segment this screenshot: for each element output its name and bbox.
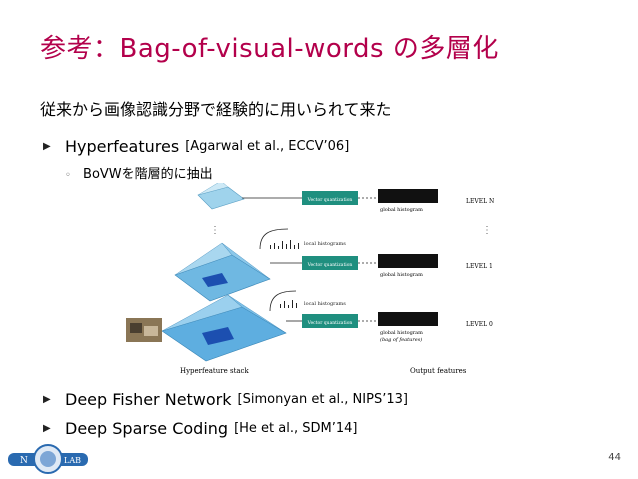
svg-text:Vector quantization: Vector quantization xyxy=(307,262,353,268)
global-histogram-level-n: global histogram xyxy=(378,189,438,213)
bullet-main: Deep Sparse Coding xyxy=(65,419,229,438)
svg-text:N: N xyxy=(20,456,28,466)
local-histograms-label: local histograms xyxy=(304,241,346,247)
triangle-bullet-icon: ▶ xyxy=(43,141,51,152)
output-features-caption: Output features xyxy=(410,367,467,375)
bullet-main: Hyperfeatures xyxy=(65,137,180,156)
bullet-reference: [Simonyan et al., NIPS’13] xyxy=(237,392,408,407)
local-histogram-upper: local histograms xyxy=(270,240,346,249)
ellipsis-left: ⋮ xyxy=(210,225,220,236)
bullet-deep-sparse: ▶ Deep Sparse Coding [He et al., SDM’14] xyxy=(43,419,357,438)
svg-text:Vector quantization: Vector quantization xyxy=(307,320,353,326)
slide-title: 参考：Bag-of-visual-words の多層化 xyxy=(40,34,499,64)
pyramid-level-0 xyxy=(161,294,287,362)
svg-text:global histogram: global histogram xyxy=(380,207,423,213)
svg-text:LAB: LAB xyxy=(64,456,81,465)
input-image-thumbnail xyxy=(126,318,162,342)
sub-bullet: ◦ BoVWを階層的に抽出 xyxy=(65,163,213,182)
bullet-hyperfeatures: ▶ Hyperfeatures [Agarwal et al., ECCV’06… xyxy=(43,137,349,156)
triangle-bullet-icon: ▶ xyxy=(43,394,51,405)
hyperfeature-stack-caption: Hyperfeature stack xyxy=(180,367,249,375)
level-n-label: LEVEL N xyxy=(466,198,494,205)
svg-text:global histogram: global histogram xyxy=(380,272,423,278)
local-histograms-label: local histograms xyxy=(304,301,346,307)
global-histogram-level-1: global histogram xyxy=(378,254,438,278)
slide-subheading: 従来から画像認識分野で経験的に用いられて来た xyxy=(40,100,392,119)
svg-text:Vector quantization: Vector quantization xyxy=(307,197,353,203)
svg-text:(bag of features): (bag of features) xyxy=(380,336,422,343)
global-histogram-level-0: global histogram (bag of features) xyxy=(378,312,438,343)
vq-box-level-n: Vector quantization xyxy=(302,191,358,205)
pyramid-level-1 xyxy=(174,242,271,302)
level-0-label: LEVEL 0 xyxy=(466,321,493,328)
page-number: 44 xyxy=(608,452,621,463)
sub-bullet-text: BoVWを階層的に抽出 xyxy=(83,167,213,182)
bullet-deep-fisher: ▶ Deep Fisher Network [Simonyan et al., … xyxy=(43,390,408,409)
level-1-label: LEVEL 1 xyxy=(466,263,493,270)
vq-box-level-0: Vector quantization xyxy=(302,314,358,328)
bullet-reference: [Agarwal et al., ECCV’06] xyxy=(185,139,350,154)
hyperfeatures-figure: ⋮ ⋮ Vector quantization Vector quantizat… xyxy=(126,183,494,375)
vq-box-level-1: Vector quantization xyxy=(302,256,358,270)
ellipsis-right: ⋮ xyxy=(482,225,492,236)
triangle-bullet-icon: ▶ xyxy=(43,423,51,434)
circle-bullet-icon: ◦ xyxy=(65,170,71,181)
lab-logo: N LAB xyxy=(8,444,88,474)
bullet-main: Deep Fisher Network xyxy=(65,390,232,409)
pyramid-level-n xyxy=(197,183,245,210)
svg-text:global histogram: global histogram xyxy=(380,330,423,336)
bullet-reference: [He et al., SDM’14] xyxy=(234,421,358,436)
local-histogram-lower: local histograms xyxy=(280,300,346,308)
